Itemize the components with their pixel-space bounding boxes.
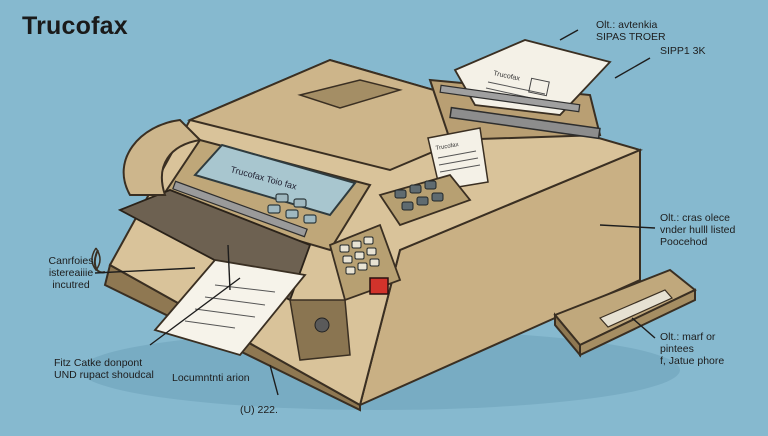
- panel-button[interactable]: [293, 198, 307, 208]
- output-roller: [172, 180, 308, 238]
- panel-button[interactable]: [285, 209, 299, 219]
- key[interactable]: [401, 201, 414, 211]
- annotation-line: Olt.: avtenkia: [596, 19, 658, 31]
- key[interactable]: [394, 189, 407, 199]
- annotation-line: SIPAS TROER: [596, 31, 666, 43]
- annotation-line: Canrfoies: [48, 255, 94, 267]
- paper-small-text: Trucofax: [435, 142, 459, 152]
- annotation-line: UND rupact shoudcal: [54, 369, 154, 381]
- key[interactable]: [431, 192, 444, 202]
- annotation-line: vnder hulll listed: [660, 224, 736, 236]
- annotation-line: Fitz Catke donpont: [54, 357, 143, 369]
- key[interactable]: [424, 180, 437, 190]
- annotation-bottom-right: Olt.: marf or pintees f, Jatue phore: [660, 331, 724, 367]
- annotation-paper-tray: SIPP1 3K: [660, 45, 706, 57]
- handset[interactable]: [122, 118, 203, 196]
- number-key[interactable]: [345, 266, 356, 275]
- annotation-line: incutred: [52, 279, 90, 291]
- key[interactable]: [409, 184, 422, 194]
- number-key[interactable]: [366, 247, 377, 256]
- roller-2: [439, 84, 581, 113]
- annotation-top-right: Olt.: avtenkia SIPAS TROER: [596, 19, 666, 43]
- panel-button[interactable]: [275, 193, 289, 203]
- annotation-line: pintees: [660, 343, 694, 355]
- annotation-bottom-code: (U) 222.: [240, 404, 278, 416]
- annotation-line: Olt.: marf or: [660, 331, 716, 343]
- annotation-bottom-left: Fitz Catke donpont UND rupact shoudcal: [54, 357, 154, 381]
- annotation-line: f, Jatue phore: [660, 355, 725, 367]
- annotation-right-side: Olt.: cras olece vnder hulll listed Pooc…: [660, 212, 735, 248]
- annotation-line: istereaiiie: [48, 267, 94, 279]
- annotation-bottom-mid: Locumntnti arion: [172, 372, 250, 384]
- number-key[interactable]: [339, 244, 350, 253]
- annotation-line: Poocehod: [660, 236, 708, 248]
- page-title: Trucofax: [22, 12, 128, 40]
- key[interactable]: [416, 196, 429, 206]
- annotation-left-side: Canrfoies istereaiiie incutred: [22, 255, 120, 291]
- knob[interactable]: [314, 317, 330, 333]
- number-key[interactable]: [357, 262, 368, 271]
- annotation-line: Olt.: cras olece: [660, 212, 731, 224]
- red-button[interactable]: [369, 277, 389, 295]
- number-key[interactable]: [342, 255, 353, 264]
- paper-small: [427, 127, 489, 191]
- number-key[interactable]: [354, 251, 365, 260]
- number-key[interactable]: [369, 258, 380, 267]
- panel-button[interactable]: [303, 214, 317, 224]
- panel-button[interactable]: [267, 204, 281, 214]
- number-key[interactable]: [363, 236, 374, 245]
- output-paper: [153, 259, 307, 357]
- slot-recess: [297, 79, 403, 109]
- number-key[interactable]: [351, 240, 362, 249]
- roller: [449, 106, 601, 140]
